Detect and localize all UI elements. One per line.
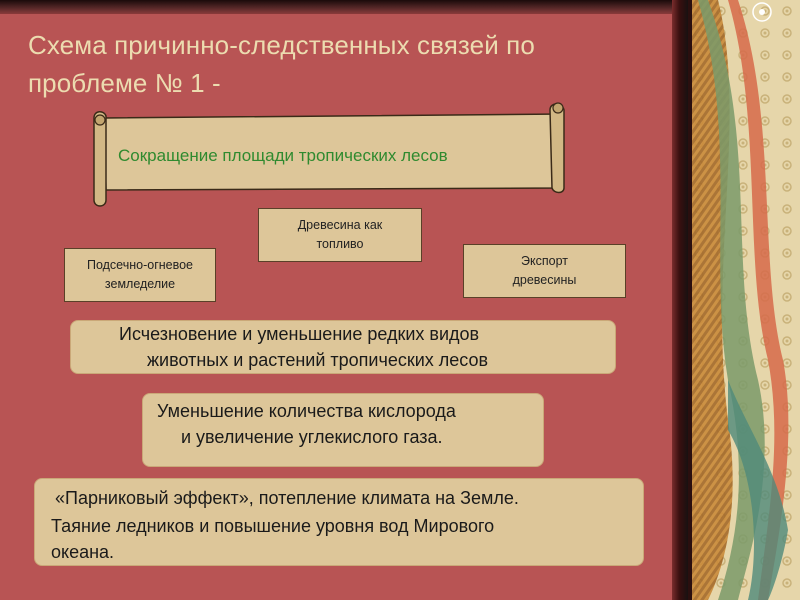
slide-title-line1: Схема причинно-следственных связей по [28,30,535,60]
cause-fuel-line2: топливо [316,237,364,251]
effect-box-species: Исчезновение и уменьшение редких видов ж… [70,320,616,374]
effect-box-greenhouse: «Парниковый эффект», потепление климата … [34,478,644,566]
effect-oxygen-line2: и увеличение углекислого газа. [181,427,443,447]
cause-fuel-line1: Древесина как [297,218,383,232]
effect-greenhouse-line2: Таяние ледников и повышение уровня вод М… [51,516,495,536]
cause-export-line1: Экспорт [521,254,568,268]
flower-ornament-icon [752,2,772,22]
panel-edge [672,0,690,600]
decorative-pattern-strip [688,0,800,600]
effect-greenhouse-line3: океана. [51,542,115,562]
effect-box-oxygen: Уменьшение количества кислорода и увелич… [142,393,544,467]
scroll-banner [93,102,565,207]
effect-species-line2: животных и растений тропических лесов [147,350,489,370]
slide-title-line2: проблеме № 1 - [28,68,221,98]
effect-species-line1: Исчезновение и уменьшение редких видов [119,324,480,344]
cause-box-export: Экспорт древесины [463,244,626,298]
cause-slash-burn-line2: земледелие [104,277,176,291]
cause-export-line2: древесины [512,273,577,287]
top-border [0,0,690,14]
scroll-text: Сокращение площади тропических лесов [118,146,448,165]
effect-greenhouse-line1: «Парниковый эффект», потепление климата … [55,488,519,508]
cause-slash-burn-line1: Подсечно-огневое [86,258,194,272]
cause-box-slash-burn: Подсечно-огневое земледелие [64,248,216,302]
effect-oxygen-line1: Уменьшение количества кислорода [157,401,456,421]
cause-box-fuel: Древесина как топливо [258,208,422,262]
